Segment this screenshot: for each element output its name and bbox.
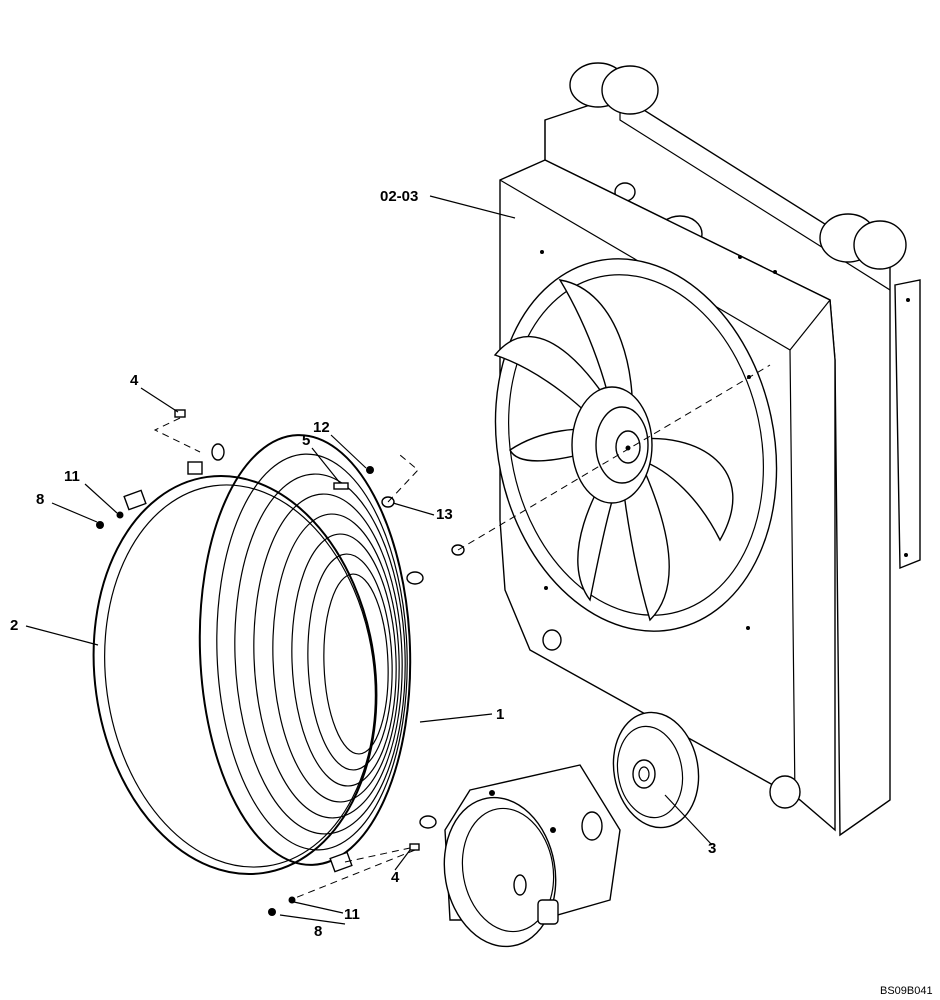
callout-bolt: 5 (302, 432, 310, 449)
alternator (443, 764, 621, 948)
callout-pulley: 3 (708, 840, 716, 857)
washer-top-part (116, 511, 124, 519)
callout-screw-top: 4 (130, 372, 139, 389)
radiator-assembly (493, 62, 921, 837)
callout-guard-ring: 2 (10, 617, 18, 634)
callout-washer-bottom: 11 (344, 906, 360, 923)
figure-id: BS09B041 (880, 985, 933, 997)
outer-guard-ring (92, 461, 378, 876)
callout-radiator-assembly: 02-03 (380, 188, 418, 205)
bolt-part (333, 482, 349, 490)
callout-nut-bottom: 8 (314, 923, 322, 940)
fan-hub (571, 386, 653, 504)
fan-guard-grille (198, 434, 437, 866)
nut-top-part (96, 521, 104, 529)
fasteners (96, 409, 465, 916)
callout-nut-12: 12 (313, 419, 330, 436)
callout-screw-bottom: 4 (391, 869, 400, 886)
callout-nut-top: 8 (36, 491, 44, 508)
callout-grille-ring: 1 (496, 706, 504, 723)
pulley (612, 711, 700, 829)
leader-lines (25, 195, 713, 925)
callout-washer-top: 11 (64, 468, 80, 485)
washer-bottom-part (288, 896, 296, 904)
nut-12-part (366, 466, 374, 474)
screw-bottom-part (409, 843, 420, 851)
nut-bottom-part (268, 908, 276, 916)
callout-washer-13: 13 (436, 506, 453, 523)
assembly-lines (153, 364, 771, 901)
screw-top-part (174, 409, 186, 418)
